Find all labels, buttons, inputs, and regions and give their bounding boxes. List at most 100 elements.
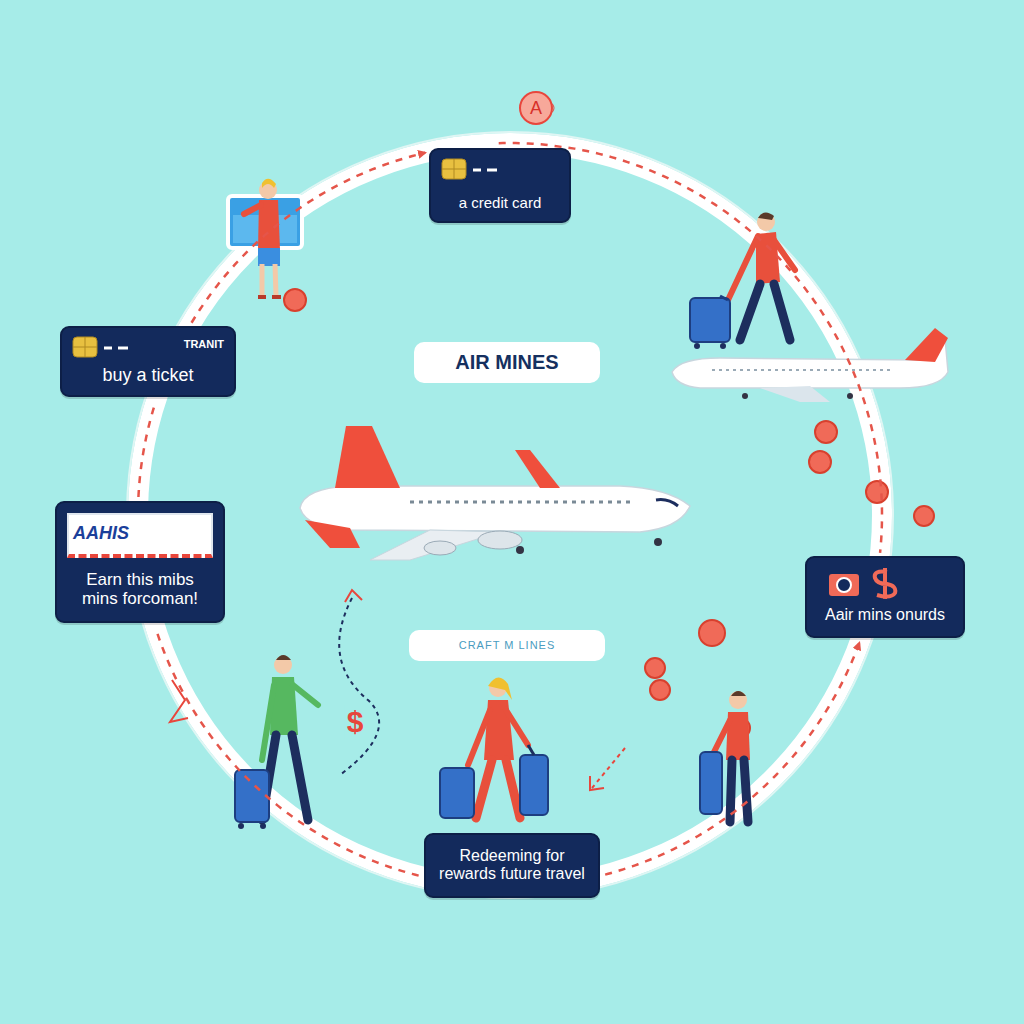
traveller-figure [758, 212, 774, 220]
box-label: AIR MINES [426, 351, 588, 374]
traveller-figure [714, 720, 730, 752]
coin [815, 421, 837, 443]
cycle-ring [127, 132, 893, 898]
card-chip [73, 337, 97, 357]
traveller-figure [528, 745, 534, 755]
traveller-figure [488, 677, 512, 700]
coin [809, 451, 831, 473]
camera-icon [829, 574, 859, 596]
traveller-figure [729, 691, 747, 709]
airplane-center [300, 486, 690, 532]
traveller-figure [235, 655, 318, 829]
traveller-figure [690, 212, 795, 349]
title-pill: CRAFT M LINES [409, 630, 605, 661]
airplane-right [712, 369, 890, 371]
card-chip [441, 158, 501, 184]
box-heading: TRANIT [72, 338, 224, 351]
coin [699, 620, 725, 646]
step-box: Aair mins onurds [805, 556, 965, 638]
traveller-figure [440, 677, 548, 818]
flow-connector [605, 643, 859, 875]
traveller-figure [468, 710, 490, 765]
card-chip [442, 159, 466, 179]
coin [645, 658, 665, 678]
traveller-figure [476, 760, 520, 818]
traveller-figure [238, 823, 244, 829]
person-figure [258, 295, 281, 299]
step-box: AAHIS Earn this mibs mins forcoman! [55, 501, 225, 623]
traveller-figure [274, 656, 292, 674]
airplane-center [516, 546, 524, 554]
traveller-figure [720, 343, 726, 349]
traveller-figure [440, 768, 474, 818]
cycle-ring [127, 132, 893, 898]
dashed-arrow [592, 748, 625, 788]
card-chip [442, 159, 466, 179]
box-label: Aair mins onurds [817, 606, 953, 624]
box-label: Redeeming for rewards future travel [436, 847, 588, 884]
traveller-figure [720, 296, 728, 300]
box-label: buy a ticket [72, 365, 224, 386]
flow-connector [138, 401, 155, 497]
airplane-right [672, 338, 948, 388]
airplane-center [656, 500, 678, 506]
box-label: a credit card [441, 194, 559, 211]
dashed-arrow [345, 590, 362, 602]
airplane-right [672, 328, 948, 402]
airplane-center [515, 450, 560, 488]
airplane-center [370, 530, 500, 560]
airplane-right [847, 393, 853, 399]
coin [650, 680, 670, 700]
card-chip [73, 337, 97, 357]
traveller-figure [728, 236, 758, 300]
traveller-figure [276, 655, 291, 660]
dashed-arrow [170, 590, 625, 790]
person-figure [244, 179, 281, 297]
flow-connector [155, 628, 418, 876]
airplane-center [424, 541, 456, 555]
dashed-arrow [590, 776, 604, 790]
traveller-figure [700, 691, 750, 822]
person-figure [258, 248, 280, 266]
dollar-icon [875, 568, 896, 599]
box-label: CRAFT M LINES [421, 639, 593, 652]
card-chip [72, 336, 132, 362]
traveller-figure [740, 284, 790, 340]
camera-dollar-icon [827, 566, 907, 600]
traveller-figure [731, 691, 746, 696]
dollar-sign: $ [345, 705, 366, 739]
coin [866, 481, 888, 503]
airplane-center [305, 520, 360, 548]
traveller-figure [506, 710, 528, 745]
card-chip [473, 169, 497, 172]
airplane-center [478, 531, 522, 549]
traveller-figure [260, 823, 266, 829]
cycle-ring [138, 143, 882, 887]
airplane-center [654, 538, 662, 546]
airplane-center [410, 501, 630, 504]
airplane-right [905, 328, 948, 362]
airplane-right [742, 393, 748, 399]
traveller-figure [235, 770, 269, 822]
traveller-figure [694, 343, 700, 349]
step-box: TRANIT buy a ticket [60, 326, 236, 397]
step-box: a credit card [429, 148, 571, 223]
airplane-center [300, 426, 690, 560]
dashed-arrow [339, 598, 379, 775]
coin [914, 506, 934, 526]
traveller-figure [690, 298, 730, 342]
camera-icon [837, 578, 851, 592]
airplane-center [335, 426, 400, 488]
box-label: Earn this mibs mins forcoman! [67, 570, 213, 609]
person-figure [244, 205, 261, 214]
card-chip [104, 347, 128, 350]
coin [284, 289, 306, 311]
coin [284, 102, 934, 738]
step-box: Redeeming for rewards future travel [424, 833, 600, 898]
badge-letter: A [519, 91, 553, 125]
box-heading: AAHIS [67, 513, 213, 558]
title-pill: AIR MINES [414, 342, 600, 383]
traveller-figure [757, 213, 775, 231]
person-figure [262, 264, 276, 296]
person-figure [262, 179, 276, 188]
